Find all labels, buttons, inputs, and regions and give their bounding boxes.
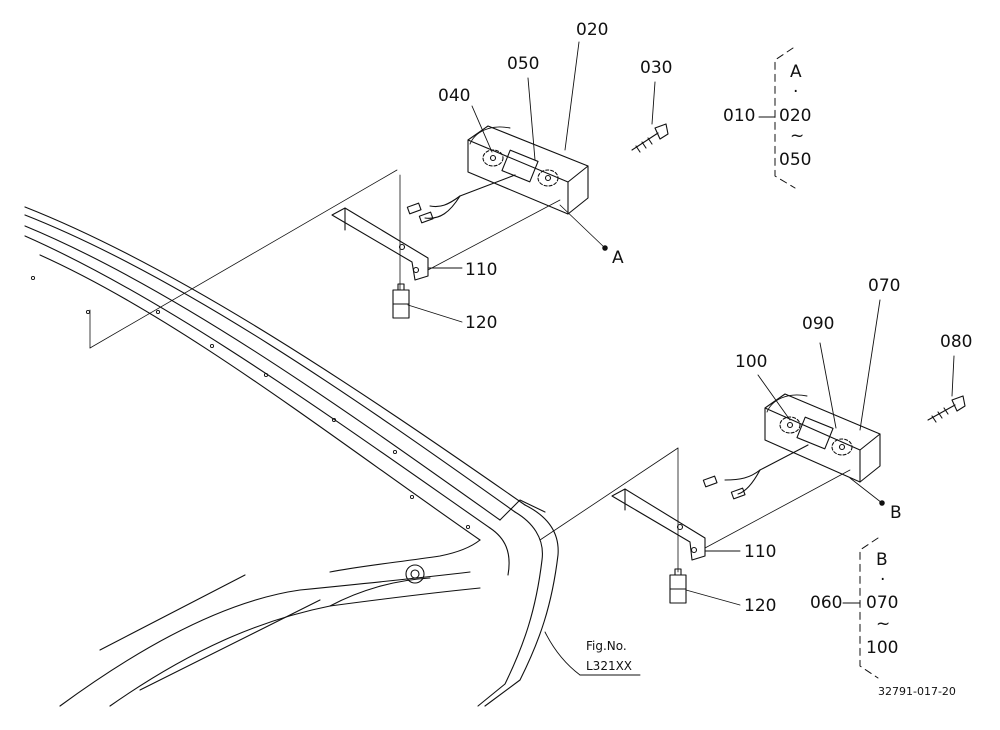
part-label-030: 030 <box>640 58 673 78</box>
lamp-assembly-a <box>89 123 669 349</box>
group-a-to: 050 <box>779 150 812 170</box>
group-a-letter: A <box>790 62 802 82</box>
group-b-from: 070 <box>866 593 899 613</box>
part-label-080: 080 <box>940 332 973 352</box>
part-label-090: 090 <box>802 314 835 334</box>
group-bracket-b <box>842 537 879 679</box>
group-a-dot: · <box>793 82 799 102</box>
part-label-110-b: 110 <box>744 542 777 562</box>
leader-lines <box>407 41 955 676</box>
figure-number: L321XX <box>586 659 633 673</box>
part-label-050: 050 <box>507 54 540 74</box>
roof-panel <box>24 206 559 707</box>
part-label-120-b: 120 <box>744 596 777 616</box>
lamp-assembly-b <box>539 393 966 604</box>
figure-code: 32791-017-20 <box>878 685 956 698</box>
group-a-from: 020 <box>779 106 812 126</box>
figure-caption: Fig.No. <box>586 639 627 653</box>
part-label-020: 020 <box>576 20 609 40</box>
roof-holes <box>30 275 471 530</box>
group-a-tilde: ~ <box>790 126 805 146</box>
group-b-tilde: ~ <box>876 614 891 634</box>
part-label-100: 100 <box>735 352 768 372</box>
group-b-to: 100 <box>866 638 899 658</box>
part-label-120-a: 120 <box>465 313 498 333</box>
group-b-letter: B <box>876 550 888 570</box>
group-bracket-a <box>758 47 796 189</box>
group-b-dot: · <box>880 570 886 590</box>
ref-label-b: B <box>890 503 902 523</box>
part-label-110-a: 110 <box>465 260 498 280</box>
part-label-040: 040 <box>438 86 471 106</box>
ref-label-a: A <box>612 248 624 268</box>
part-label-070: 070 <box>868 276 901 296</box>
part-label-010: 010 <box>723 106 756 126</box>
part-label-060: 060 <box>810 593 843 613</box>
